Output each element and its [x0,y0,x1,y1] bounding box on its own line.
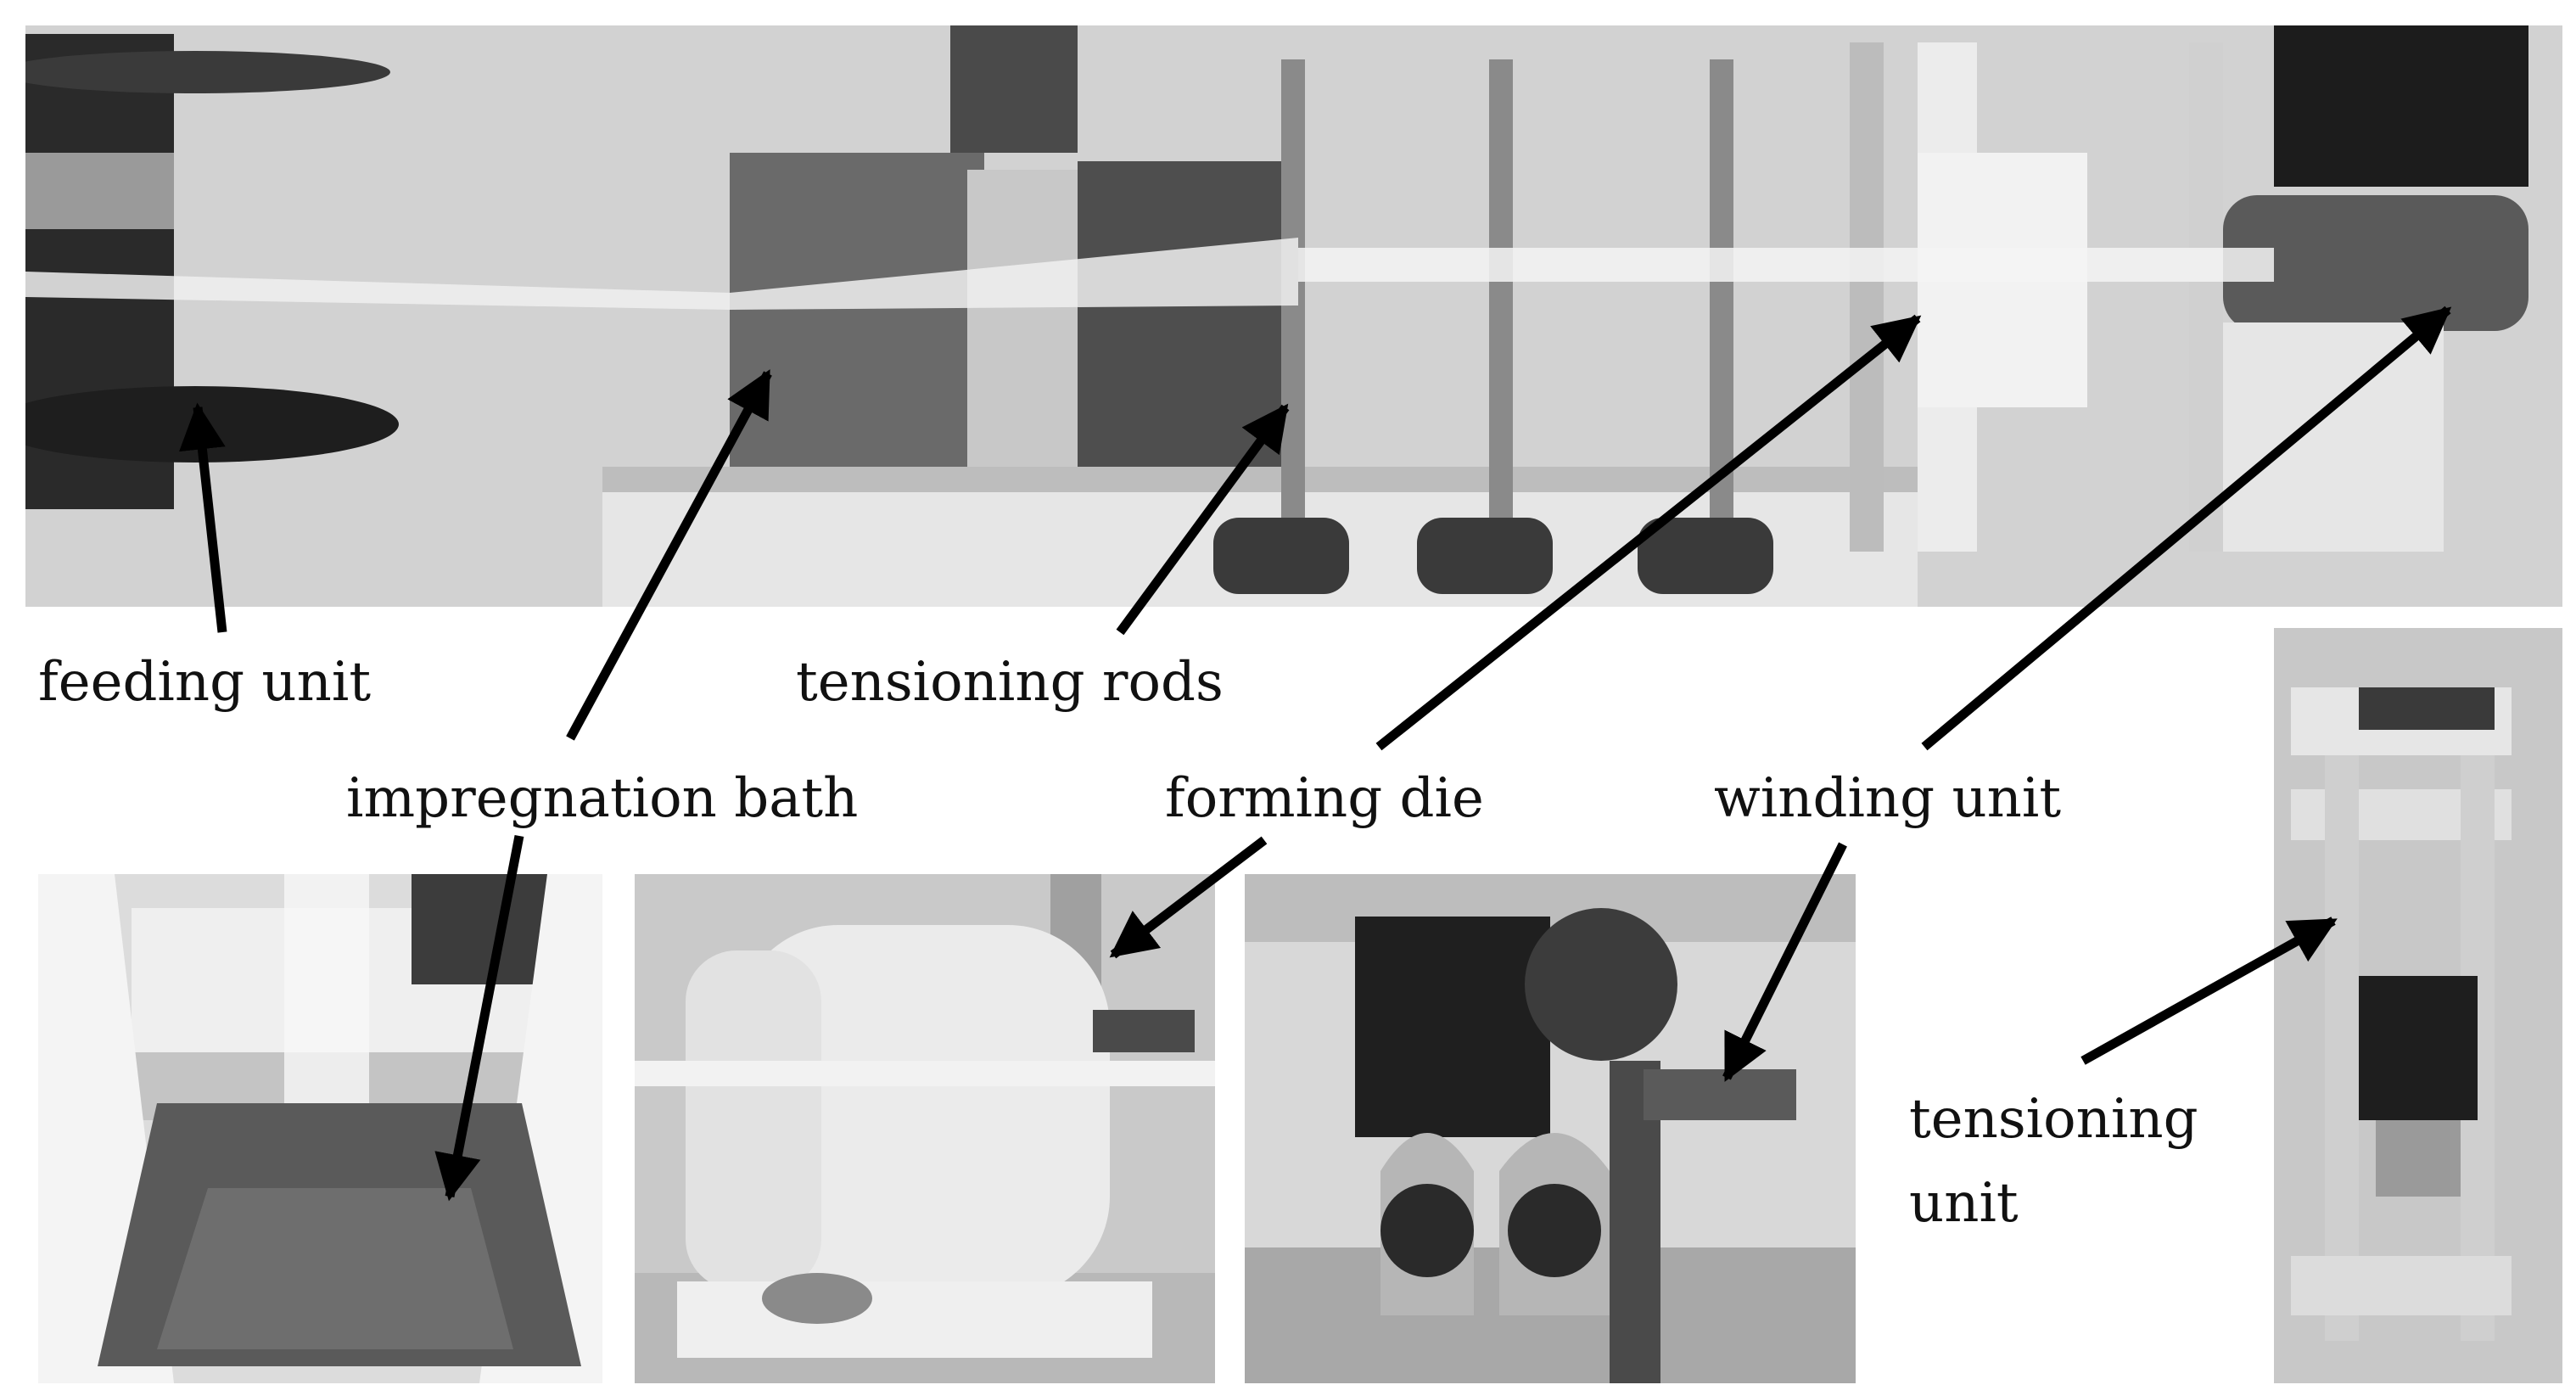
label-forming-die: forming die [1165,767,1484,830]
label-tensioning-unit-line2: unit [1909,1172,2019,1236]
label-winding-unit: winding unit [1714,767,2062,830]
label-impregnation-bath: impregnation bath [346,767,859,830]
label-tensioning-unit: tensioning unit [1909,1078,2198,1246]
label-tensioning-unit-line1: tensioning [1909,1088,2198,1151]
overview-photo [25,25,2562,607]
forming-die-photo [635,874,1215,1383]
impregnation-bath-photo [38,874,602,1383]
winding-unit-photo [1245,874,1856,1383]
tensioning-unit-photo [2274,628,2562,1383]
label-tensioning-rods: tensioning rods [796,651,1224,714]
label-feeding-unit: feeding unit [38,651,372,714]
